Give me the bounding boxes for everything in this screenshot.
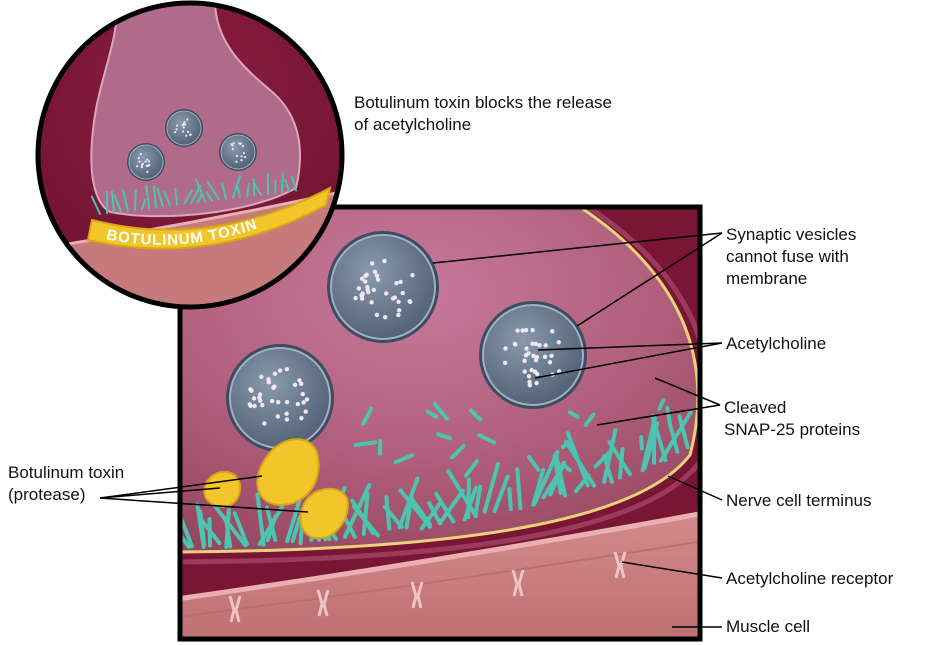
- acetylcholine-molecule: [369, 300, 373, 304]
- acetylcholine-molecule: [523, 369, 527, 373]
- inset-vesicle: [219, 133, 257, 171]
- label-nerve-cell-terminus: Nerve cell terminus: [726, 490, 872, 512]
- acetylcholine-molecule: [304, 409, 308, 413]
- acetylcholine-molecule: [284, 412, 288, 416]
- acetylcholine-molecule: [252, 396, 256, 400]
- synaptic-vesicle: [479, 301, 587, 409]
- acetylcholine-molecule: [273, 372, 277, 376]
- label-synaptic-vesicles: Synaptic vesicles cannot fuse with membr…: [726, 224, 856, 290]
- acetylcholine-molecule: [305, 397, 309, 401]
- acetylcholine-molecule: [543, 343, 547, 347]
- label-botulinum-toxin: Botulinum toxin (protease): [8, 462, 124, 506]
- acetylcholine-molecule: [365, 288, 369, 292]
- acetylcholine-molecule: [503, 346, 507, 350]
- acetylcholine-molecule: [301, 400, 305, 404]
- acetylcholine-molecule: [408, 300, 412, 304]
- acetylcholine-molecule: [522, 359, 526, 363]
- acetylcholine-molecule: [372, 288, 376, 292]
- acetylcholine-molecule: [260, 403, 264, 407]
- acetylcholine-molecule: [259, 375, 263, 379]
- acetylcholine-molecule: [364, 272, 368, 276]
- acetylcholine-molecule: [524, 353, 528, 357]
- label-acetylcholine: Acetylcholine: [726, 333, 826, 355]
- acetylcholine-molecule: [396, 313, 400, 317]
- acetylcholine-molecule: [533, 370, 537, 374]
- inset-vesicle: [165, 109, 203, 147]
- acetylcholine-molecule: [357, 286, 361, 290]
- inset-vesicle: [127, 143, 165, 181]
- acetylcholine-molecule: [285, 367, 289, 371]
- acetylcholine-molecule: [296, 402, 300, 406]
- acetylcholine-molecule: [548, 360, 552, 364]
- acetylcholine-molecule: [262, 421, 266, 425]
- acetylcholine-molecule: [248, 402, 252, 406]
- label-muscle-cell: Muscle cell: [726, 616, 810, 638]
- acetylcholine-molecule: [401, 291, 405, 295]
- label-acetylcholine-receptor: Acetylcholine receptor: [726, 568, 893, 590]
- acetylcholine-molecule: [363, 279, 367, 283]
- inset-caption: Botulinum toxin blocks the release of ac…: [354, 92, 612, 136]
- acetylcholine-molecule: [534, 342, 538, 346]
- label-cleaved-snap25: Cleaved SNAP-25 proteins: [724, 397, 860, 441]
- acetylcholine-molecule: [293, 383, 297, 387]
- acetylcholine-molecule: [370, 261, 374, 265]
- acetylcholine-molecule: [285, 400, 289, 404]
- acetylcholine-molecule: [534, 381, 538, 385]
- acetylcholine-molecule: [513, 342, 517, 346]
- acetylcholine-molecule: [272, 384, 276, 388]
- acetylcholine-molecule: [360, 291, 364, 295]
- acetylcholine-molecule: [503, 361, 507, 365]
- synaptic-vesicle: [327, 231, 439, 343]
- acetylcholine-molecule: [375, 273, 379, 277]
- acetylcholine-molecule: [528, 383, 532, 387]
- acetylcholine-molecule: [285, 417, 289, 421]
- acetylcholine-molecule: [531, 354, 535, 358]
- acetylcholine-molecule: [299, 416, 303, 420]
- acetylcholine-molecule: [394, 281, 398, 285]
- acetylcholine-molecule: [543, 355, 547, 359]
- acetylcholine-molecule: [267, 380, 271, 384]
- acetylcholine-molecule: [375, 313, 379, 317]
- acetylcholine-molecule: [301, 392, 305, 396]
- acetylcholine-molecule: [276, 414, 280, 418]
- acetylcholine-molecule: [524, 346, 528, 350]
- acetylcholine-molecule: [252, 404, 256, 408]
- acetylcholine-molecule: [410, 273, 414, 277]
- acetylcholine-molecule: [398, 280, 402, 284]
- acetylcholine-molecule: [397, 308, 401, 312]
- acetylcholine-molecule: [248, 387, 252, 391]
- acetylcholine-molecule: [376, 277, 380, 281]
- acetylcholine-molecule: [373, 270, 377, 274]
- acetylcholine-molecule: [278, 368, 282, 372]
- acetylcholine-molecule: [383, 315, 387, 319]
- synaptic-vesicle: [226, 344, 334, 452]
- acetylcholine-molecule: [515, 328, 519, 332]
- acetylcholine-molecule: [384, 291, 388, 295]
- acetylcholine-molecule: [530, 328, 534, 332]
- acetylcholine-molecule: [527, 374, 531, 378]
- acetylcholine-molecule: [391, 296, 395, 300]
- acetylcholine-molecule: [396, 300, 400, 304]
- acetylcholine-molecule: [524, 328, 528, 332]
- acetylcholine-molecule: [550, 329, 554, 333]
- acetylcholine-molecule: [276, 400, 280, 404]
- acetylcholine-molecule: [257, 396, 261, 400]
- acetylcholine-molecule: [557, 340, 561, 344]
- acetylcholine-molecule: [549, 354, 553, 358]
- acetylcholine-molecule: [270, 399, 274, 403]
- acetylcholine-molecule: [382, 259, 386, 263]
- acetylcholine-molecule: [297, 378, 301, 382]
- acetylcholine-molecule: [353, 296, 357, 300]
